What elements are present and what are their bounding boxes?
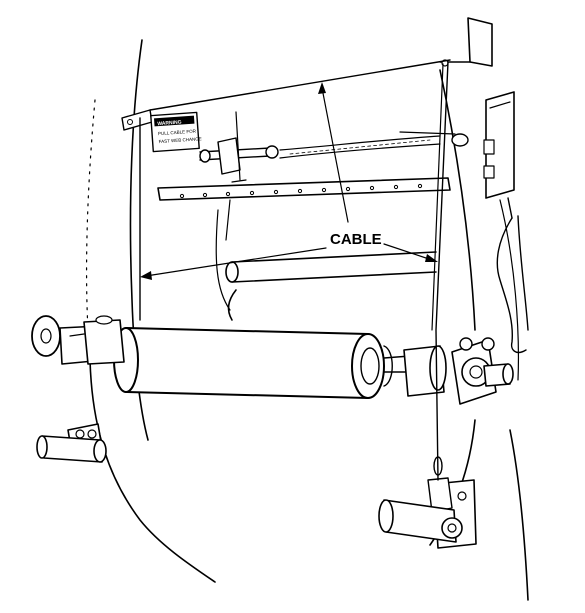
warning-plate: WARNING PULL CABLE FOR FAST WEB CHANGE bbox=[150, 111, 202, 153]
lower-right-bracket bbox=[378, 456, 477, 549]
control-box bbox=[483, 91, 529, 354]
top-cable-bracket bbox=[439, 17, 493, 67]
cable-callout: CABLE bbox=[140, 82, 438, 280]
left-shaft-end bbox=[31, 315, 125, 365]
idler-roller bbox=[225, 251, 437, 321]
arrowhead-right bbox=[425, 254, 438, 262]
upper-cross-bar bbox=[121, 109, 153, 131]
perforated-guide-bar bbox=[157, 177, 451, 311]
arrowhead-top bbox=[318, 82, 326, 94]
upper-shaft-assembly bbox=[199, 111, 469, 183]
main-web-roll bbox=[113, 327, 393, 399]
right-shaft-end bbox=[383, 337, 514, 405]
cable-label: CABLE bbox=[330, 231, 382, 248]
lower-left-bracket bbox=[36, 423, 107, 463]
warning-plate-title: WARNING bbox=[157, 120, 182, 128]
arrowhead-left bbox=[140, 271, 152, 280]
warning-plate-line1: PULL CABLE FOR bbox=[158, 128, 197, 136]
warning-plate-line2: FAST WEB CHANGE bbox=[158, 136, 201, 144]
cable bbox=[139, 59, 451, 481]
